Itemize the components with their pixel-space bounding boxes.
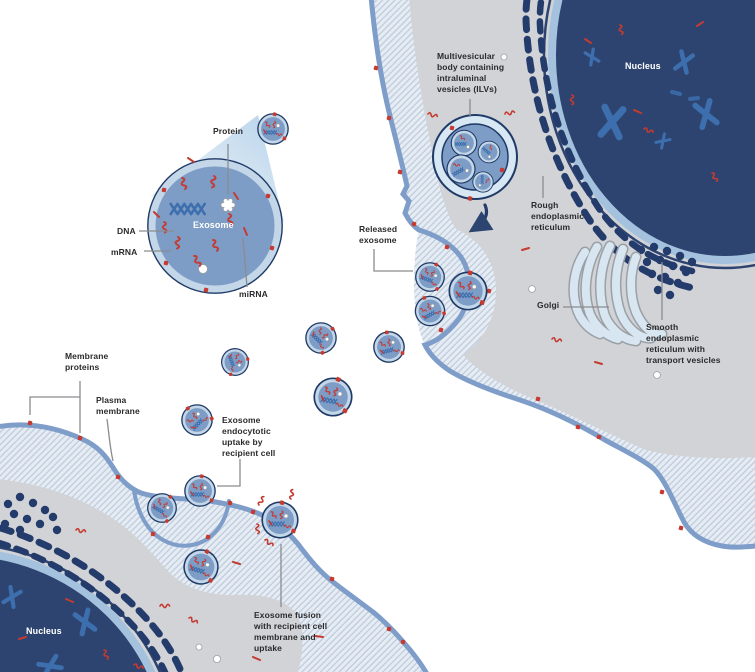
mirna-dash bbox=[594, 361, 603, 365]
exosome-magnified bbox=[147, 112, 288, 294]
recipient-cell bbox=[0, 420, 429, 672]
label-endocytotic-uptake: Exosome endocytotic uptake by recipient … bbox=[222, 415, 276, 458]
label-multivesicular-body: Multivesicular body containing intralumi… bbox=[437, 51, 505, 94]
secretory-plasma-membrane bbox=[368, 0, 755, 550]
exosome-at-membrane bbox=[185, 474, 215, 506]
recipient-nucleus bbox=[0, 546, 162, 672]
mirna-dash bbox=[232, 561, 241, 565]
label-protein: Protein bbox=[213, 126, 243, 136]
label-membrane-proteins: Membrane proteins bbox=[65, 351, 109, 372]
free-protein-icon bbox=[500, 53, 508, 61]
mvb-fusion-arrow bbox=[468, 203, 494, 233]
protein-gear-icon bbox=[220, 197, 236, 213]
recipient-rough-er bbox=[0, 524, 186, 672]
label-mirna: miRNA bbox=[239, 289, 268, 299]
label-nucleus-top: Nucleus bbox=[625, 61, 661, 71]
label-plasma-membrane: Plasma membrane bbox=[96, 395, 140, 416]
free-protein-icon bbox=[528, 285, 536, 293]
multivesicular-body bbox=[432, 114, 518, 202]
transport-vesicles bbox=[636, 242, 697, 300]
recipient-plasma-membrane bbox=[0, 422, 429, 672]
label-exosome: Exosome bbox=[193, 220, 234, 230]
mirna-dashes bbox=[153, 157, 248, 236]
label-connectors bbox=[29, 99, 663, 607]
secretory-nucleus bbox=[542, 0, 755, 270]
label-released-exosome: Released exosome bbox=[359, 224, 398, 245]
label-golgi: Golgi bbox=[537, 300, 560, 310]
protein-dot-icon bbox=[198, 264, 208, 274]
mirna-dash bbox=[252, 656, 261, 661]
free-protein-icon bbox=[212, 655, 221, 664]
label-nucleus-bottom: Nucleus bbox=[26, 626, 62, 636]
golgi-apparatus bbox=[568, 240, 668, 347]
free-protein-icon bbox=[195, 643, 203, 651]
label-smooth-er: Smooth endoplasmic reticulum with transp… bbox=[646, 322, 721, 365]
free-protein-icon bbox=[653, 371, 661, 379]
secretory-cell bbox=[368, 0, 755, 550]
mirna-dash bbox=[314, 635, 324, 638]
mirna-dash bbox=[521, 247, 530, 251]
endocytic-pit bbox=[132, 488, 231, 548]
label-rough-er: Rough endoplasmic reticulum bbox=[531, 200, 585, 232]
recipient-transport-vesicles bbox=[0, 492, 62, 535]
label-exosome-fusion: Exosome fusion with recipient cell membr… bbox=[254, 610, 328, 653]
label-mrna: mRNA bbox=[111, 247, 138, 257]
label-dna: DNA bbox=[117, 226, 136, 236]
